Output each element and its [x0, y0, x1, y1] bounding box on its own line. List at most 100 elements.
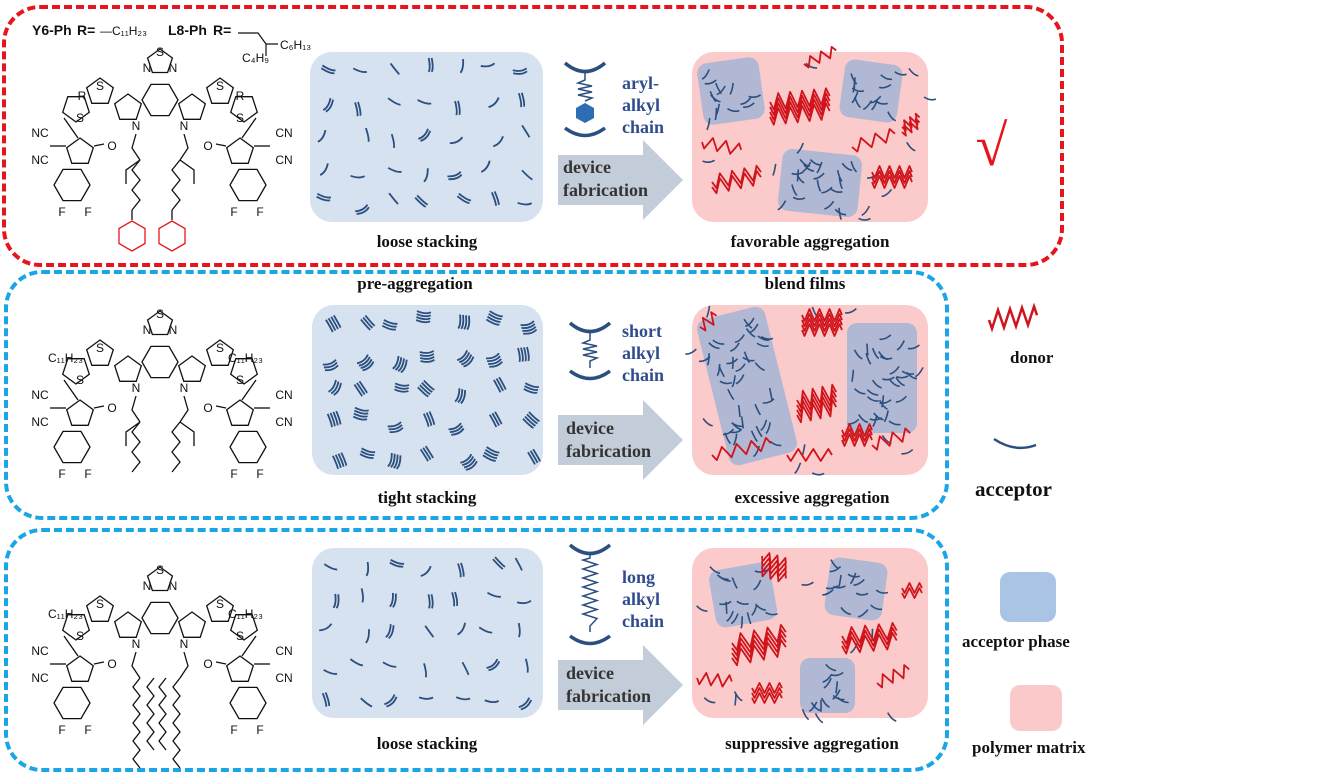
ring-bond: [142, 346, 178, 377]
acceptor-mark: [455, 592, 457, 606]
blend-caption: favorable aggregation: [731, 232, 890, 252]
atom-label: S: [96, 79, 104, 93]
acceptor-mark: [391, 63, 400, 74]
atom-label: S: [236, 629, 244, 643]
atom-label: N: [132, 637, 141, 651]
blend-morphology: [692, 52, 928, 222]
chain-label-line: alkyl: [622, 588, 664, 610]
ring-bond: [142, 84, 178, 115]
alkyl-label: C₁₁H₂₃: [48, 351, 83, 365]
atom-label: O: [203, 401, 212, 415]
acceptor-phase: [696, 56, 767, 130]
acceptor-mark: [845, 309, 856, 313]
acceptor-mark: [420, 354, 434, 356]
acceptor-mark: [417, 314, 431, 316]
acceptor-mark: [461, 315, 463, 329]
atom-label: N: [169, 323, 178, 337]
atom-label: N: [169, 579, 178, 593]
atom-label: S: [156, 307, 164, 321]
acceptor-mark: [336, 594, 338, 608]
acceptor-phase: [847, 323, 917, 433]
long-alkyl-spring-icon: [565, 540, 615, 650]
acceptor-mark: [458, 315, 460, 329]
atom-label: NC: [31, 126, 49, 140]
film-loose-stacking: [312, 548, 543, 718]
atom-label: O: [203, 657, 212, 671]
acceptor-mark: [882, 189, 892, 196]
acceptor-mark: [392, 134, 394, 148]
atom-label: F: [256, 205, 263, 219]
acceptor-mark: [901, 450, 912, 454]
acceptor-mark: [421, 566, 431, 576]
chain-label-line: chain: [622, 364, 664, 386]
acceptor-mark: [389, 193, 398, 204]
donor-chain: [697, 673, 732, 687]
acceptor-mark: [528, 452, 535, 464]
atom-label: NC: [31, 671, 49, 685]
ring-bond: [67, 656, 94, 681]
acceptor-mark: [366, 629, 369, 643]
blend-morphology: [692, 305, 928, 475]
acceptor-mark: [521, 348, 523, 362]
ring-bond: [227, 138, 254, 163]
acceptor-mark: [424, 663, 426, 677]
ring-bond: [115, 94, 142, 119]
acceptor-mark: [323, 360, 336, 365]
ring-bond: [54, 687, 90, 718]
acceptor-mark: [383, 662, 396, 667]
acceptor-mark: [317, 194, 331, 198]
atom-label: S: [216, 597, 224, 611]
chain-label-line: chain: [622, 610, 664, 632]
atom-label: F: [230, 467, 237, 481]
ring-bond: [179, 356, 206, 381]
donor-chain: [852, 129, 895, 152]
acceptor-phase: [707, 561, 779, 632]
acceptor-mark: [458, 101, 460, 115]
chain-label-aryl-alkyl: aryl- alkyl chain: [622, 72, 664, 138]
acceptor-mark: [351, 176, 365, 178]
ring-bond: [67, 400, 94, 425]
film-caption: loose stacking: [377, 734, 478, 754]
chain-label-line: alkyl: [622, 342, 664, 364]
ring-bond: [54, 169, 90, 200]
chain-label-line: chain: [622, 116, 664, 138]
blend-suppressive: [692, 548, 928, 718]
acceptor-mark: [697, 606, 708, 611]
atom-label: F: [84, 467, 91, 481]
ring-bond: [67, 138, 94, 163]
acceptor-mark: [429, 58, 430, 72]
atom-label: F: [230, 723, 237, 737]
short-alkyl-spring-icon: [565, 318, 615, 388]
donor-chain: [787, 449, 832, 461]
acceptor-phase: [820, 556, 892, 622]
film-loose-stacking: [310, 52, 543, 222]
acceptor-mark: [518, 348, 520, 362]
ring-bond: [230, 169, 266, 200]
atom-label: F: [230, 205, 237, 219]
acceptor-mark: [489, 98, 499, 108]
ring-bond: [230, 431, 266, 462]
acceptor-mark: [447, 172, 460, 177]
acceptor-mark: [479, 627, 492, 632]
atom-label: S: [156, 45, 164, 59]
chain-label-line: short: [622, 320, 664, 342]
atom-label: NC: [31, 153, 49, 167]
acceptor-mark: [458, 563, 461, 577]
acceptor-mark: [424, 168, 428, 181]
chain-label-line: aryl-: [622, 72, 664, 94]
acceptor-phase: [689, 304, 800, 468]
acceptor-mark: [518, 203, 532, 205]
acceptor-mark: [735, 693, 736, 705]
acceptor-mark: [384, 320, 398, 324]
polymer-matrix-legend-swatch: [1010, 685, 1062, 731]
chain-label-long-alkyl: long alkyl chain: [622, 566, 664, 632]
acceptor-mark: [420, 357, 434, 359]
acceptor-mark: [418, 100, 432, 104]
atom-label: S: [236, 111, 244, 125]
acceptor-mark: [517, 601, 531, 603]
acceptor-mark: [867, 344, 868, 356]
acceptor-mark: [420, 360, 434, 362]
acceptor-mark: [361, 698, 372, 706]
